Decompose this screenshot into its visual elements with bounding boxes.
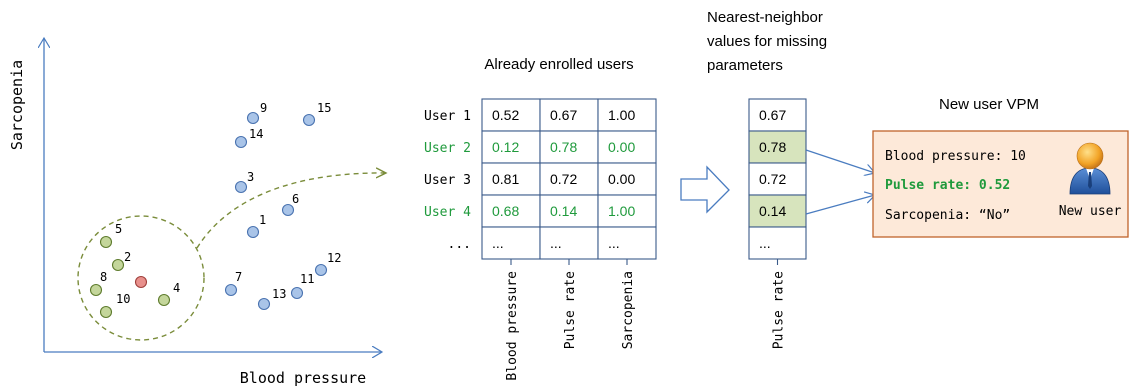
point-label: 11 [300,272,314,286]
new-user-line-pulse-rate: Pulse rate: 0.52 [885,178,1010,193]
new-user-point [134,275,148,289]
cell-value: 0.81 [492,171,519,187]
column-header: Sarcopenia [621,271,636,349]
data-point-1 [246,225,260,239]
scatter-plot: Sarcopenia Blood pressure 12345678910111… [8,38,386,387]
cell-value: 0.00 [608,171,635,187]
cell-value: 1.00 [608,203,635,219]
data-point-15 [302,113,316,127]
cell-value: 1.00 [608,107,635,123]
point-label: 1 [259,213,266,227]
data-point-2 [111,258,125,272]
neighbor-table: 0.67 0.78 0.72 0.14... Pulse rate [748,98,807,349]
cell-value: 0.52 [492,107,519,123]
y-axis-label: Sarcopenia [8,60,26,150]
data-point-8 [89,283,103,297]
neighbor-title-line: values for missing [707,33,827,50]
neighbor-value: 0.72 [759,171,786,187]
point-label: 14 [249,127,263,141]
data-point-7 [224,283,238,297]
data-point-6 [281,203,295,217]
neighbor-column-header: Pulse rate [772,271,787,349]
data-point-5 [99,235,113,249]
row-label: User 3 [424,173,471,188]
table-cell [481,194,541,228]
table-cell [481,226,541,260]
new-user-title: New user VPM [939,96,1039,113]
table-cell [539,98,599,132]
cell-value: 0.72 [550,171,577,187]
table-cell [597,194,657,228]
x-axis-label: Blood pressure [240,369,366,387]
row-label: User 2 [424,141,471,156]
transform-arrow [680,165,730,214]
point-label: 13 [272,287,286,301]
row-label: ... [448,237,471,252]
cell-value: 0.78 [550,139,577,155]
column-header: Pulse rate [563,271,578,349]
neighborhood-circle [77,215,205,341]
neighbor-title-line: parameters [707,57,783,74]
point-label: 15 [317,101,331,115]
data-point-11 [290,286,304,300]
neighbor-cell [748,162,807,196]
data-point-10 [99,305,113,319]
neighbor-value: 0.14 [759,203,786,219]
point-label: 2 [124,250,131,264]
neighbor-value: 0.67 [759,107,786,123]
cell-value: 0.00 [608,139,635,155]
table-cell [597,98,657,132]
neighbor-cell [748,98,807,132]
neighborhood-arrow [196,173,386,249]
point-label: 10 [116,292,130,306]
point-label: 9 [260,101,267,115]
table-cell [481,98,541,132]
point-label: 6 [292,192,299,206]
cell-value: ... [608,235,620,251]
neighbor-cell [748,130,807,164]
table-cell [597,226,657,260]
table-cell [539,162,599,196]
cell-value: 0.67 [550,107,577,123]
point-label: 4 [173,281,180,295]
new-user-line-blood-pressure: Blood pressure: 10 [885,149,1026,164]
data-point-4 [157,293,171,307]
neighbor-value: 0.78 [759,139,786,155]
table-cell [539,226,599,260]
neighbor-cell [748,226,807,260]
neighbor-cell [748,194,807,228]
cell-value: 0.14 [550,203,577,219]
data-point-14 [234,135,248,149]
data-point-13 [257,297,271,311]
cell-value: ... [492,235,504,251]
data-point-3 [234,180,248,194]
point-label: 7 [235,270,242,284]
connector-arrow [805,195,875,215]
column-header: Blood pressure [505,271,520,381]
point-label: 3 [247,170,254,184]
cell-value: 0.12 [492,139,519,155]
neighbor-title-line: Nearest-neighbor [707,9,823,26]
table-cell [597,162,657,196]
row-label: User 1 [424,109,471,124]
point-label: 12 [327,251,341,265]
point-label: 5 [115,222,122,236]
new-user-line-sarcopenia: Sarcopenia: “No” [885,208,1010,223]
cell-value: ... [550,235,562,251]
neighbor-value: ... [759,235,771,251]
new-user-caption: New user [1059,204,1122,219]
cell-value: 0.68 [492,203,519,219]
point-label: 8 [100,270,107,284]
row-label: User 4 [424,205,471,220]
data-point-12 [314,263,328,277]
connector-arrow [805,149,875,173]
user-avatar-icon [1069,142,1111,195]
enrolled-title: Already enrolled users [484,56,633,73]
neighbor-title: Nearest-neighbor values for missing para… [707,9,827,74]
data-point-9 [246,111,260,125]
